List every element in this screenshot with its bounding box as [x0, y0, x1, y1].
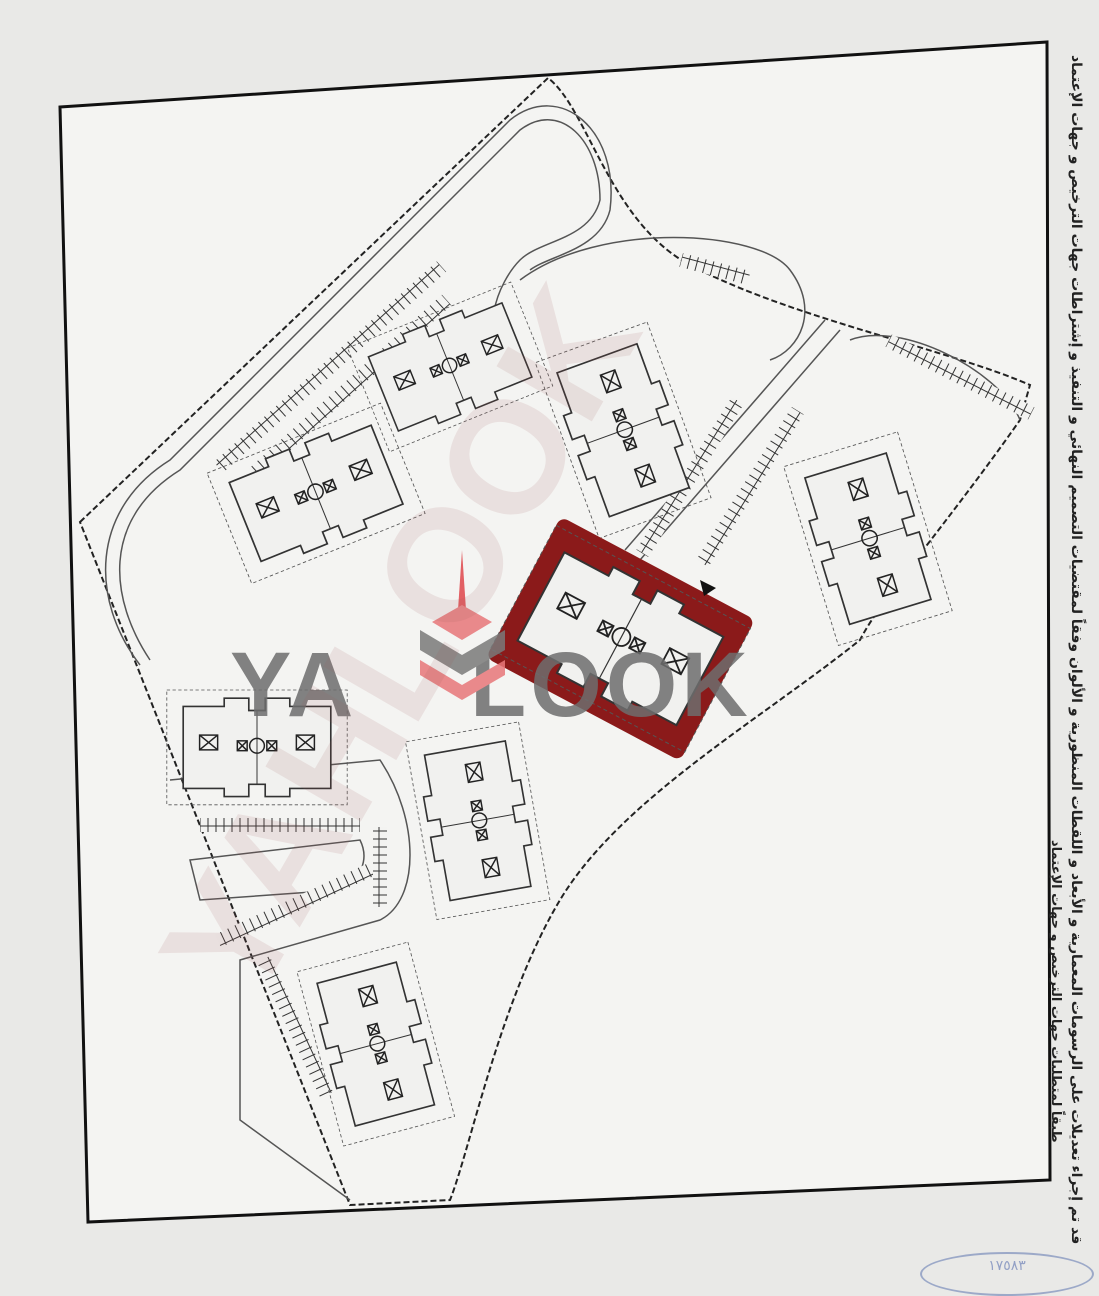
stamp: ١٧٥٨٣	[920, 1252, 1094, 1296]
svg-text:YA: YA	[230, 634, 357, 736]
entrance-arrow-icon	[700, 580, 716, 596]
svg-text:LOOK: LOOK	[470, 634, 752, 736]
disclaimer-note-continued: طبقاً لمتطلبات جهات الترخيص و جهات الإعت…	[1048, 840, 1063, 1143]
watermark-logo: YA LOOK	[230, 550, 752, 736]
highlighted-building	[488, 519, 753, 759]
disclaimer-note: قد تم إجراء تعديلات على الرسومات المعمار…	[1068, 55, 1084, 1245]
parking-rows	[200, 253, 1035, 1098]
